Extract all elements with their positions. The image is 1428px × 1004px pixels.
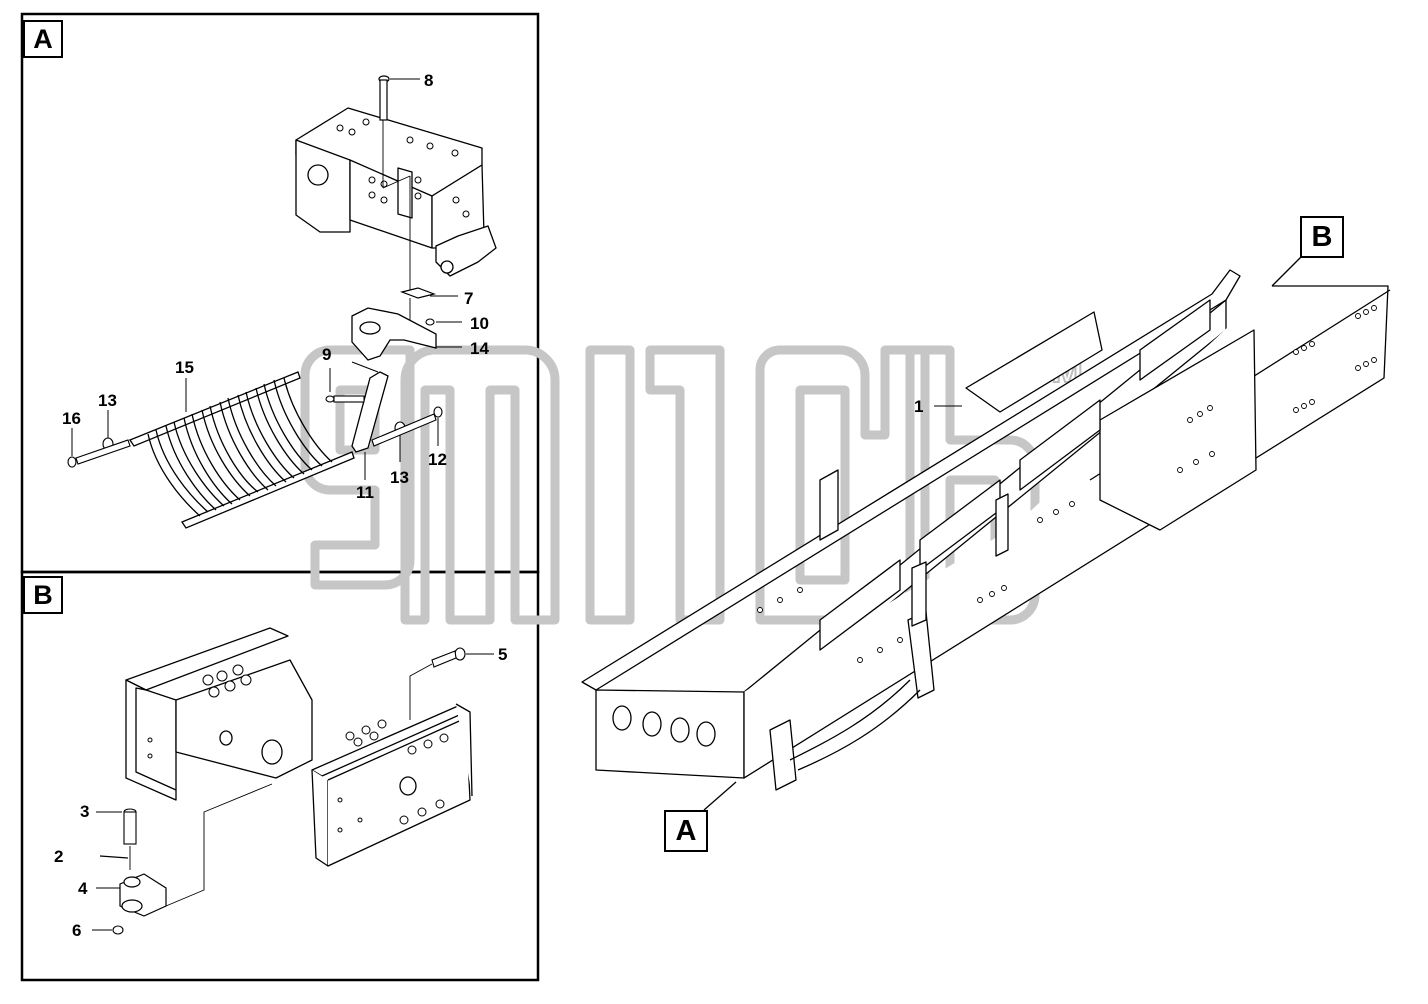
part-number-4[interactable]: 4 [78,879,88,898]
step-hanger-14 [351,307,437,361]
part-number-5[interactable]: 5 [498,645,508,664]
part-number-11[interactable]: 11 [356,483,374,502]
step-ladder-15 [129,371,355,529]
part-number-8[interactable]: 8 [424,71,434,90]
panel-b-label: B [23,576,63,614]
panel-a-label: A [23,20,63,58]
part-number-6[interactable]: 6 [72,921,82,940]
callout-a-leader [703,781,737,811]
part-number-10[interactable]: 10 [470,314,489,333]
overview-frame [581,269,1391,791]
pin-3 [123,808,137,845]
nut-6 [112,925,124,935]
bolt-9 [325,395,365,403]
panel-a-bracket-holes [336,118,470,218]
part-number-12[interactable]: 12 [428,450,447,469]
part-number-7[interactable]: 7 [464,289,474,308]
part-number-13-right[interactable]: 13 [390,468,409,487]
washer-10 [425,318,435,326]
link-11 [351,371,389,453]
part-number-3[interactable]: 3 [80,802,90,821]
panel-a-bracket [295,107,497,277]
bracket-4 [119,873,167,917]
overview-callout-a[interactable]: A [664,810,708,852]
bolt-12 [371,406,443,447]
overview-frame-holes [757,305,1377,663]
bolt-5 [431,647,466,668]
part-number-14[interactable]: 14 [470,339,489,358]
part-number-2[interactable]: 2 [54,847,64,866]
panel-b-crossmember-holes [147,664,449,833]
bolt-8 [378,75,390,121]
panel-b-frame [20,570,540,982]
panel-b-crossmember [125,627,473,867]
clip-2 [99,855,129,859]
part-number-15[interactable]: 15 [175,358,194,377]
part-number-16[interactable]: 16 [62,409,81,428]
overview-callout-b[interactable]: B [1300,216,1344,258]
bolt-16 [67,439,131,468]
callout-b-leader [1271,255,1303,287]
plate-7 [399,287,437,299]
part-number-1[interactable]: 1 [914,397,924,416]
part-number-9[interactable]: 9 [322,345,332,364]
part-number-13-left[interactable]: 13 [98,391,117,410]
